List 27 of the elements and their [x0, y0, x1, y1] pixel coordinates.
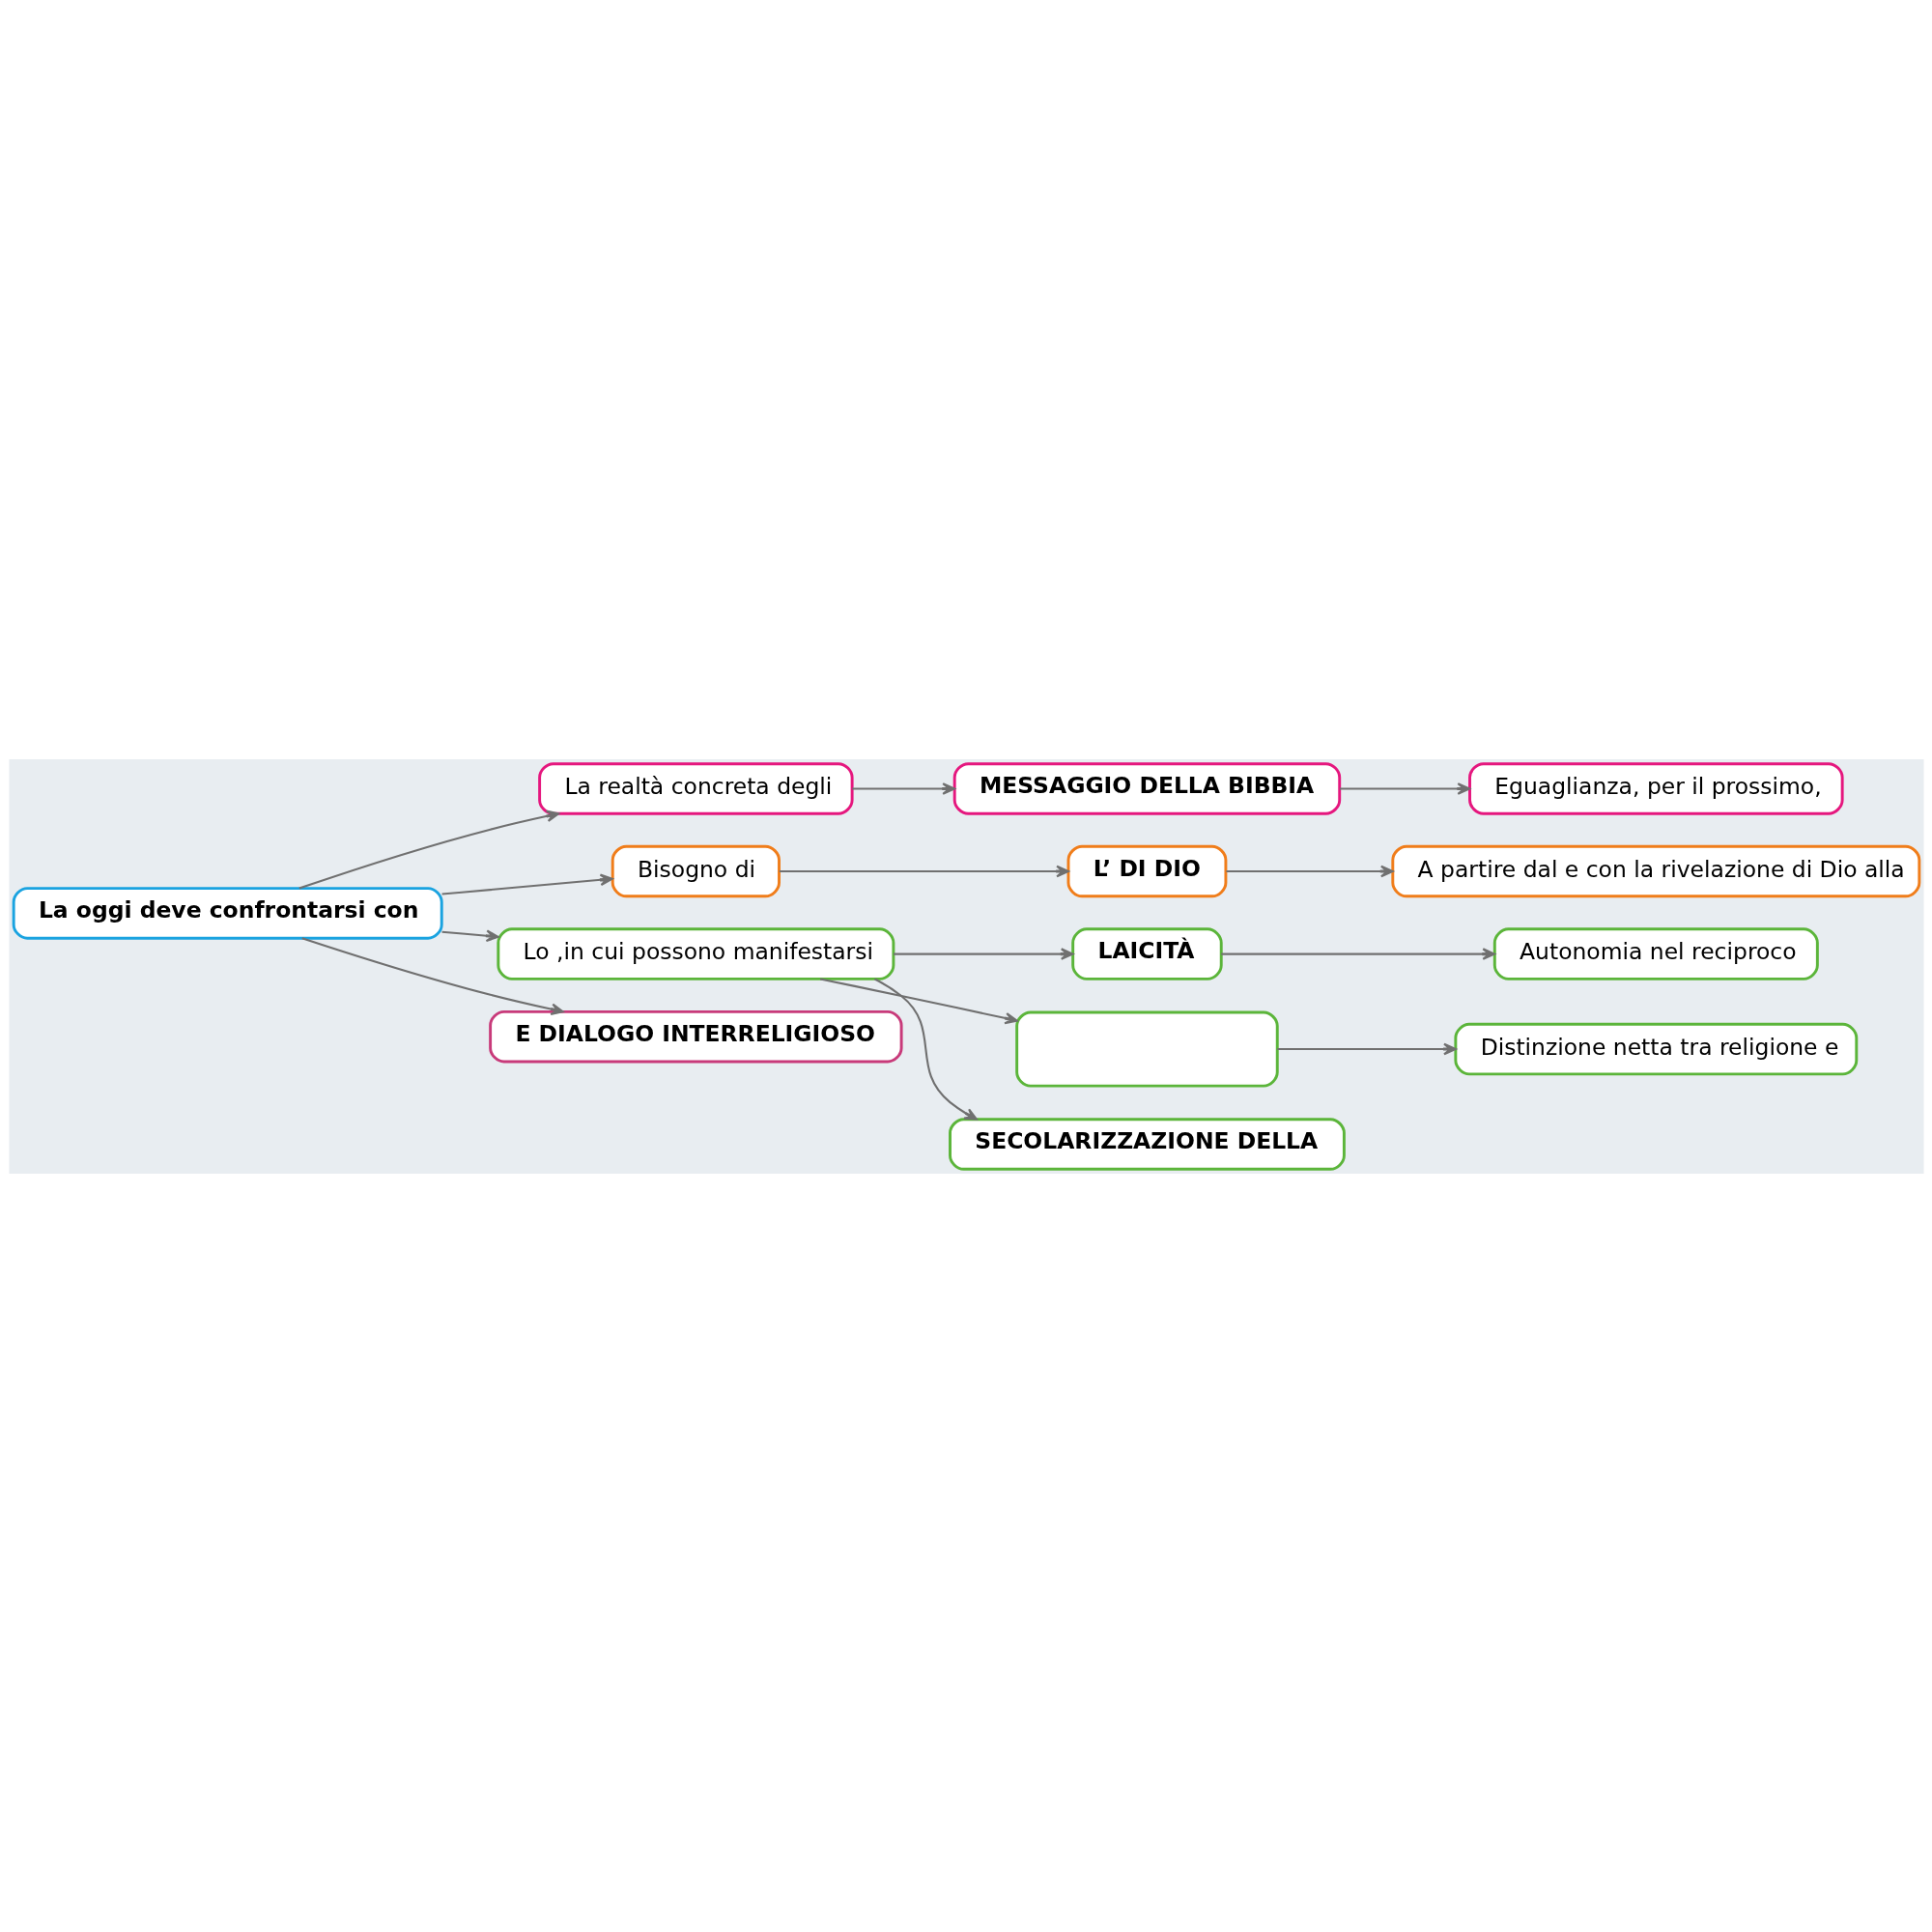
- node-box: MESSAGGIO DELLA BIBBIA: [952, 761, 1341, 815]
- arrow: [1225, 865, 1394, 877]
- node-box: Autonomia nel reciproco: [1492, 926, 1819, 980]
- node-box: A partire dal e con la rivelazione di Dio alla: [1390, 844, 1920, 897]
- arrow: [1276, 1042, 1457, 1055]
- arrow: [1220, 947, 1495, 960]
- arrow: [819, 977, 1018, 1024]
- arrow: [440, 928, 499, 942]
- node-box: SECOLARIZZAZIONE DELLA: [948, 1117, 1346, 1171]
- node-box: E DIALOGO INTERRELIGIOSO: [488, 1009, 903, 1063]
- node-box: LAICITÀ: [1070, 926, 1223, 980]
- arrow: [440, 872, 613, 895]
- arrow: [893, 947, 1074, 960]
- node-box: [1014, 1010, 1279, 1088]
- arrow: [298, 810, 559, 890]
- node-box: L’ DI DIO: [1066, 844, 1227, 897]
- node-box: La oggi deve confrontarsi con: [12, 886, 443, 940]
- node-box: Bisogno di: [611, 844, 781, 897]
- node-box: Distinzione netta tra religione e: [1453, 1022, 1858, 1075]
- arrow: [873, 978, 978, 1121]
- node-box: La realtà concreta degli: [537, 761, 854, 815]
- arrow: [1339, 781, 1470, 795]
- node-box: Lo ,in cui possono manifestarsi: [496, 926, 895, 980]
- arrow: [779, 865, 1069, 877]
- arrow: [851, 781, 955, 795]
- arrow: [300, 936, 564, 1015]
- node-box: Eguaglianza, per il prossimo,: [1467, 761, 1844, 815]
